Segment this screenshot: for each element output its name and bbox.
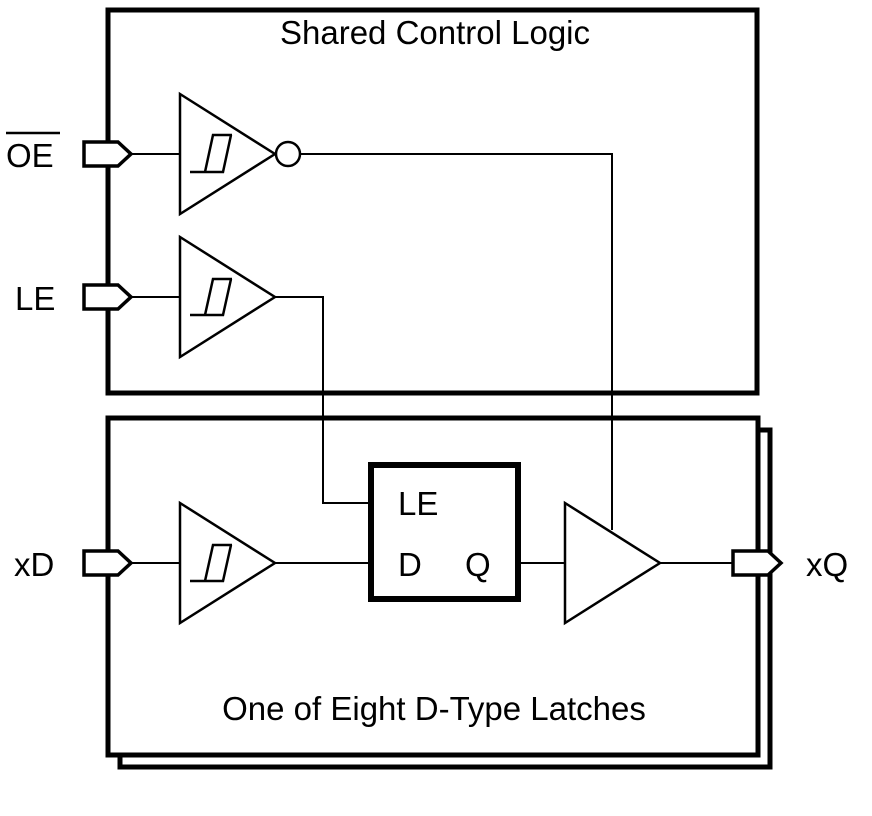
pin-le-input-port[interactable] [82, 283, 134, 311]
pin-label-xq: xQ [806, 546, 848, 583]
le-schmitt-buffer [178, 234, 278, 360]
d-latch-cell [368, 462, 521, 602]
shared-control-title: Shared Control Logic [280, 14, 590, 51]
latch-port-d: D [398, 546, 422, 583]
latch-block-title: One of Eight D-Type Latches [222, 690, 646, 727]
latch-port-le: LE [398, 485, 438, 522]
output-3state-buffer [563, 500, 663, 626]
pin-label-xd: xD [14, 546, 54, 583]
schmitt-trigger-icon [190, 543, 233, 583]
latch-port-q: Q [465, 546, 491, 583]
pin-xq-output-port[interactable] [731, 549, 784, 577]
pin-xd-input-port[interactable] [82, 549, 134, 577]
wire-le-to-latch [275, 296, 371, 504]
schmitt-trigger-icon [190, 277, 233, 317]
pin-label-le: LE [15, 280, 55, 317]
wire-oe-to-output-enable [300, 153, 613, 530]
schmitt-trigger-icon [190, 133, 233, 174]
oe-schmitt-inverter [178, 91, 302, 217]
pin-oe-input-port[interactable] [82, 140, 134, 168]
pin-label-oe: OE [6, 137, 54, 174]
inversion-bubble [274, 140, 302, 168]
d-schmitt-buffer [178, 500, 278, 626]
